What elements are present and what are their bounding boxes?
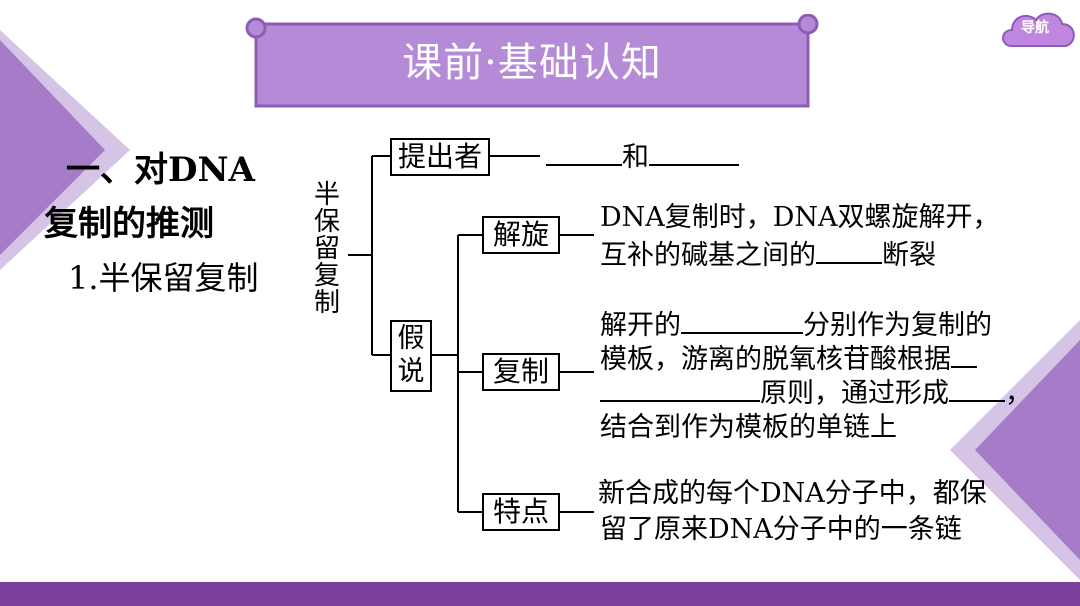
unwind-line2: 互补的碱基之间的断裂 <box>600 236 936 274</box>
proposer-text: 和 <box>546 138 739 176</box>
nav-cloud-icon[interactable] <box>998 6 1080 58</box>
feature-line1: 新合成的每个DNA分子中，都保 <box>598 478 987 509</box>
unwind-line1: DNA复制时，DNA双螺旋解开， <box>600 202 1000 233</box>
hypothesis-box: 假 说 <box>390 320 432 392</box>
blank <box>546 138 622 166</box>
right-triangle-dark <box>975 340 1080 560</box>
section-heading-line1: 一、对DNA <box>66 150 255 190</box>
proposer-box: 提出者 <box>390 138 490 176</box>
section-heading-line2: 复制的推测 <box>44 204 214 244</box>
blank <box>649 138 739 166</box>
page-title: 课前·基础认知 <box>402 40 662 86</box>
left-triangle-dark <box>0 40 105 255</box>
nav-label[interactable]: 导航 <box>1021 20 1049 36</box>
blank <box>951 340 977 368</box>
replicate-line1: 解开的分别作为复制的 <box>600 306 992 344</box>
blank <box>816 236 882 264</box>
blank <box>600 374 760 402</box>
feature-line2: 留了原来DNA分子中的一条链 <box>600 514 962 545</box>
replicate-line2: 模板，游离的脱氧核苷酸根据 <box>600 340 977 378</box>
title-banner <box>245 14 819 108</box>
replicate-line3: 原则，通过形成， <box>600 374 1032 412</box>
blank <box>681 306 803 334</box>
blank <box>949 374 1005 402</box>
replicate-line4: 结合到作为模板的单链上 <box>600 412 897 443</box>
unwind-box: 解旋 <box>482 216 560 254</box>
subheading: 1.半保留复制 <box>68 259 259 297</box>
replicate-box: 复制 <box>482 353 560 391</box>
root-label: 半 保 留 复 制 <box>313 180 340 318</box>
feature-box: 特点 <box>482 493 560 531</box>
bottom-bar <box>0 582 1080 606</box>
